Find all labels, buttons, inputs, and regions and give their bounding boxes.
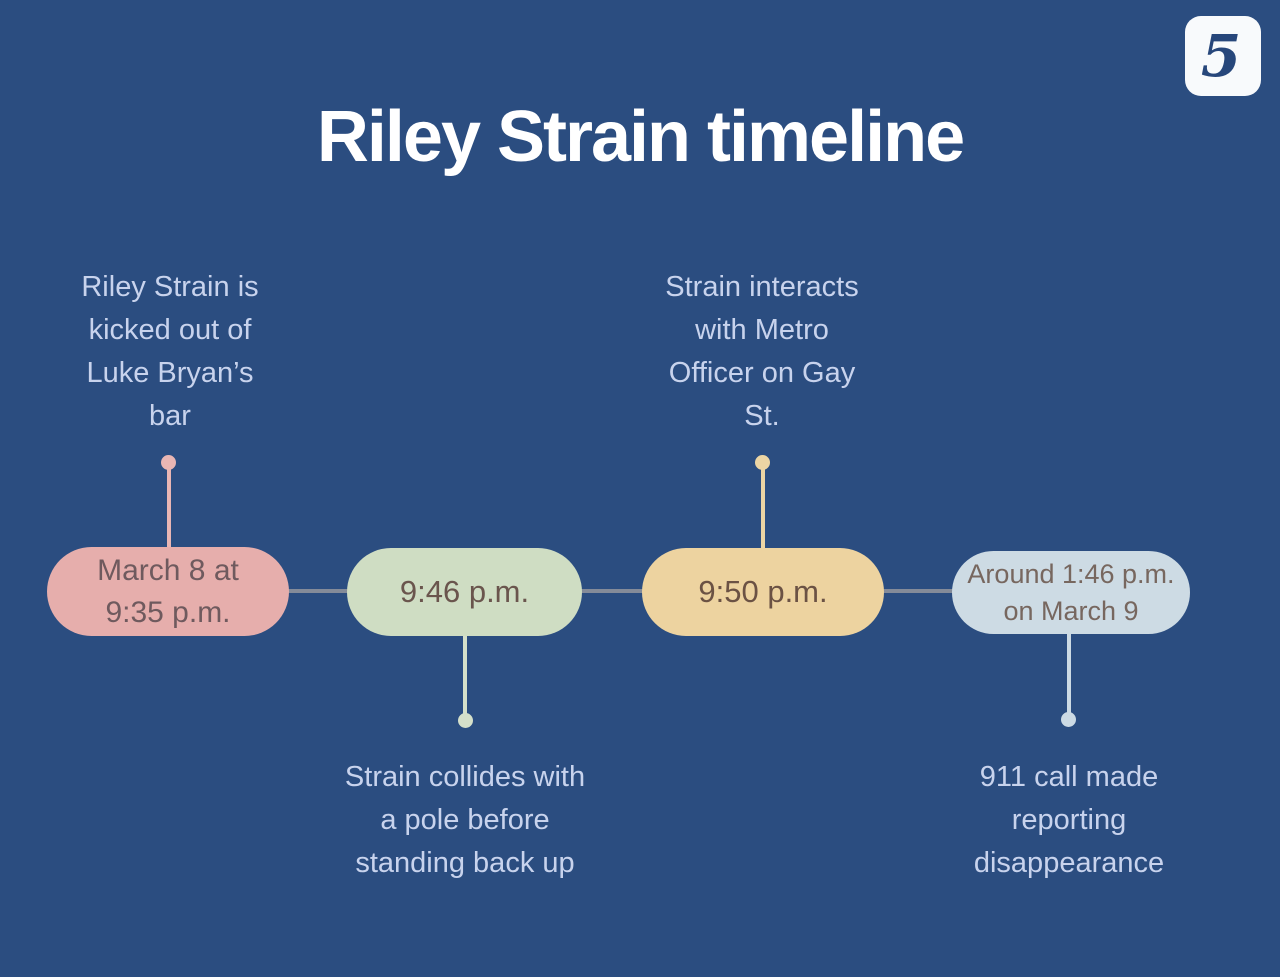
event-time-label: 9:50 p.m. <box>698 574 828 609</box>
event-connector-line <box>167 463 171 548</box>
event-description: Strain interacts with Metro Officer on G… <box>665 271 859 432</box>
event-time-pill: 9:50 p.m. <box>642 548 884 636</box>
event-time-pill: Around 1:46 p.m. on March 9 <box>952 551 1190 634</box>
event-connector-line <box>761 463 765 548</box>
event-description: Strain collides with a pole before stand… <box>344 761 586 879</box>
event-time-label: 9:46 p.m. <box>399 574 530 609</box>
event-time-pill: 9:46 p.m. <box>347 548 582 636</box>
event-description: 911 call made reporting disappearance <box>973 761 1165 879</box>
channel-5-logo-glyph: 5 <box>1200 22 1242 90</box>
event-connector-line <box>463 636 467 716</box>
timeline-axis-line <box>169 589 1069 593</box>
event-connector-dot <box>1061 712 1076 727</box>
event-description: Riley Strain is kicked out of Luke Bryan… <box>81 271 259 432</box>
page-title: Riley Strain timeline <box>316 97 965 177</box>
event-connector-dot <box>161 455 176 470</box>
event-connector-dot <box>458 713 473 728</box>
channel-5-logo: 5 <box>1185 16 1261 96</box>
event-time-pill: March 8 at 9:35 p.m. <box>47 547 289 636</box>
event-connector-dot <box>755 455 770 470</box>
event-connector-line <box>1067 634 1071 716</box>
event-time-label: March 8 at 9:35 p.m. <box>97 553 239 629</box>
event-time-label: Around 1:46 p.m. on March 9 <box>967 558 1175 626</box>
